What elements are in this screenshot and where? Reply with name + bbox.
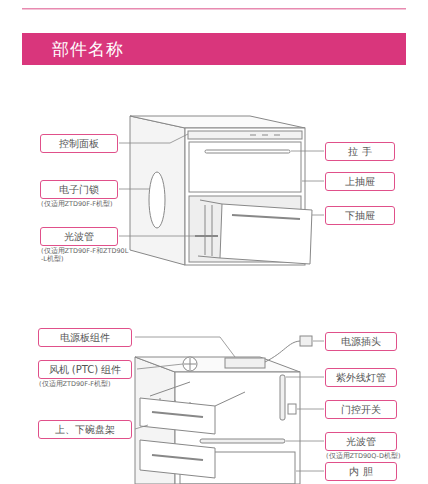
leader-line <box>313 341 324 342</box>
part-name: 上抽屉 <box>332 175 388 188</box>
exploded-drawing <box>288 404 296 414</box>
part-label-box: 电源插头 <box>325 332 397 351</box>
leader-line <box>137 364 183 369</box>
exploded-drawing <box>183 357 197 371</box>
part-label-box: 光波管(仅适用ZTD90Q-D机型) <box>325 432 397 451</box>
cabinet-drawing <box>220 204 312 264</box>
leader-line <box>119 134 324 471</box>
cabinet-drawing <box>232 215 300 219</box>
exploded-drawing <box>190 358 191 370</box>
part-name: 下抽屉 <box>332 209 388 222</box>
part-label-box: 紫外线灯管 <box>325 368 397 387</box>
part-label-box: 上、下碗盘架 <box>38 420 132 439</box>
exploded-drawing <box>135 336 312 484</box>
exploded-drawing <box>140 398 215 434</box>
exploded-drawing <box>135 357 300 372</box>
exploded-drawing <box>140 440 215 478</box>
cabinet-drawing <box>205 150 290 153</box>
cabinet-drawing <box>189 142 301 192</box>
part-name: 电源板组件 <box>45 331 125 344</box>
part-label-box: 电源板组件 <box>38 328 132 347</box>
leader-line <box>135 337 235 357</box>
part-name: 风机 (PTC) 组件 <box>45 363 125 376</box>
leader-line <box>291 151 324 152</box>
leader-line <box>286 377 324 378</box>
cabinet-drawing <box>130 116 312 265</box>
cabinet-drawing <box>130 116 305 128</box>
part-name: 光波管 <box>47 230 111 243</box>
cabinet-drawing <box>198 256 220 258</box>
cabinet-drawing <box>188 131 302 139</box>
part-label-box: 控制面板 <box>40 134 118 153</box>
cabinet-drawing <box>130 116 185 265</box>
part-label-box: 光波管(仅适用ZTD90F-F和ZTD90L-L机型) <box>40 227 118 246</box>
exploded-drawing <box>300 336 312 346</box>
part-label-box: 下抽屉 <box>325 206 395 225</box>
exploded-drawing <box>150 382 190 396</box>
part-name: 电源插头 <box>332 335 390 348</box>
cabinet-drawing <box>195 235 218 237</box>
title-band: 部件名称 <box>22 33 406 65</box>
part-label-box: 拉 手 <box>325 142 395 161</box>
exploded-drawing <box>152 412 203 417</box>
cabinet-drawing <box>250 135 256 136</box>
part-name: 门控开关 <box>332 403 390 416</box>
exploded-drawing <box>200 439 285 443</box>
title-text: 部件名称 <box>22 33 406 65</box>
exploded-drawing <box>215 392 245 406</box>
cabinet-drawing <box>205 205 206 255</box>
part-label-box: 电子门锁(仅适用ZTD90F-F机型) <box>40 180 118 199</box>
part-name: 内 胆 <box>332 465 390 478</box>
cabinet-drawing <box>200 200 222 204</box>
part-name: 控制面板 <box>47 137 111 150</box>
part-name: 紫外线灯管 <box>332 371 390 384</box>
cabinet-drawing <box>149 172 165 228</box>
leader-line <box>119 189 150 190</box>
leader-line <box>296 471 324 472</box>
leader-line <box>119 134 188 143</box>
part-label-box: 门控开关 <box>325 400 397 419</box>
exploded-drawing <box>152 455 203 460</box>
cabinet-drawing <box>262 135 268 136</box>
leader-line <box>135 425 148 429</box>
part-name: 电子门锁 <box>47 183 111 196</box>
cabinet-drawing <box>274 135 280 136</box>
leader-line <box>297 409 324 410</box>
part-name: 光波管 <box>332 435 390 448</box>
exploded-drawing <box>265 341 300 362</box>
model-note: (仅适用ZTD90Q-D机型) <box>326 452 414 460</box>
model-note: (仅适用ZTD90F-F机型) <box>39 380 127 388</box>
part-label-box: 内 胆 <box>325 462 397 481</box>
leader-line <box>119 236 195 237</box>
part-label-box: 上抽屉 <box>325 172 395 191</box>
model-note: (仅适用ZTD90F-F和ZTD90L-L机型) <box>41 247 129 263</box>
model-note: (仅适用ZTD90F-F机型) <box>41 200 129 208</box>
part-name: 拉 手 <box>332 145 388 158</box>
exploded-drawing <box>280 375 285 420</box>
top-rule <box>22 8 406 10</box>
exploded-drawing <box>225 358 265 368</box>
part-label-box: 风机 (PTC) 组件(仅适用ZTD90F-F机型) <box>38 360 132 379</box>
part-name: 上、下碗盘架 <box>45 423 125 436</box>
leader-line <box>302 181 324 182</box>
leader-line <box>286 441 324 442</box>
cabinet-drawing <box>212 205 213 256</box>
leader-line <box>312 215 324 216</box>
